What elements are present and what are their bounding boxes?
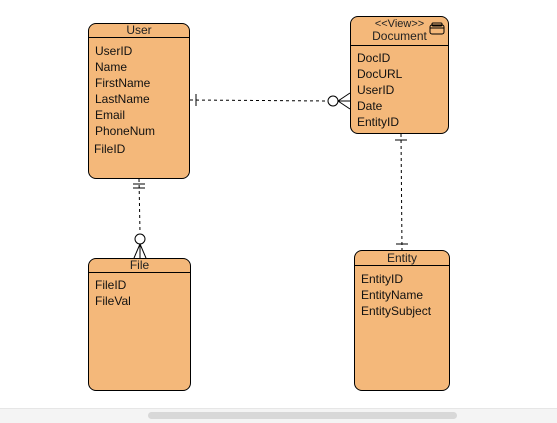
field-firstname: FirstName: [95, 76, 151, 90]
entity-entity[interactable]: Entity EntityID EntityName EntitySubject: [354, 250, 450, 391]
header-divider: [355, 265, 449, 266]
stereotype-label: <<View>>: [374, 18, 425, 30]
field-lastname: LastName: [95, 92, 150, 106]
entity-title: User: [126, 23, 152, 37]
field-list: DocID DocURL UserID Date EntityID: [357, 50, 402, 130]
link-line: [138, 178, 141, 234]
entity-title: File: [129, 258, 150, 272]
crowfoot-marker: [337, 92, 351, 102]
field-list: EntityID EntityName EntitySubject: [361, 271, 431, 319]
diagram-canvas: User UserID Name FirstName LastName Emai…: [88, 16, 450, 391]
field-entityname: EntityName: [361, 288, 424, 302]
crowfoot-marker: [133, 243, 141, 259]
field-email: Email: [95, 108, 126, 122]
entity-user[interactable]: User UserID Name FirstName LastName Emai…: [88, 23, 190, 179]
relationship-user-document[interactable]: [189, 92, 351, 110]
entity-title: Document: [372, 29, 427, 43]
link-line: [400, 133, 403, 251]
entity-title-block: <<View>> Document: [351, 18, 448, 43]
header-divider: [89, 37, 189, 38]
relationship-user-file[interactable]: [133, 178, 147, 259]
field-fileid: FileID: [95, 278, 127, 292]
scrollbar-thumb[interactable]: [148, 412, 457, 419]
link-line: [189, 99, 330, 102]
field-fileval: FileVal: [95, 294, 131, 308]
crowfoot-marker: [139, 243, 147, 259]
field-phonenum: PhoneNum: [95, 124, 156, 138]
field-list: FileID FileVal: [95, 277, 131, 309]
field-date: Date: [357, 99, 383, 113]
field-name: Name: [95, 60, 128, 74]
relationship-lines: [133, 92, 408, 259]
field-entityid: EntityID: [361, 272, 404, 286]
header-divider: [351, 45, 448, 46]
horizontal-scrollbar[interactable]: [0, 408, 557, 423]
field-userid: UserID: [95, 44, 133, 58]
entity-title: Entity: [386, 251, 417, 265]
zero-marker: [327, 95, 339, 107]
field-docurl: DocURL: [357, 67, 403, 81]
field-list: UserID Name FirstName LastName Email Pho…: [94, 43, 156, 157]
entity-file[interactable]: File FileID FileVal: [88, 258, 191, 391]
view-icon: [429, 22, 445, 35]
field-entityid: EntityID: [357, 115, 400, 129]
header-divider: [89, 272, 190, 273]
field-docid: DocID: [357, 51, 391, 65]
field-entitysubject: EntitySubject: [361, 304, 432, 318]
entity-document[interactable]: <<View>> Document DocID DocURL UserID Da…: [350, 16, 449, 134]
field-userid: UserID: [357, 83, 395, 97]
field-fileid: FileID: [94, 142, 126, 156]
relationship-document-entity[interactable]: [395, 133, 408, 251]
crowfoot-marker: [337, 100, 351, 110]
zero-marker: [134, 233, 146, 245]
